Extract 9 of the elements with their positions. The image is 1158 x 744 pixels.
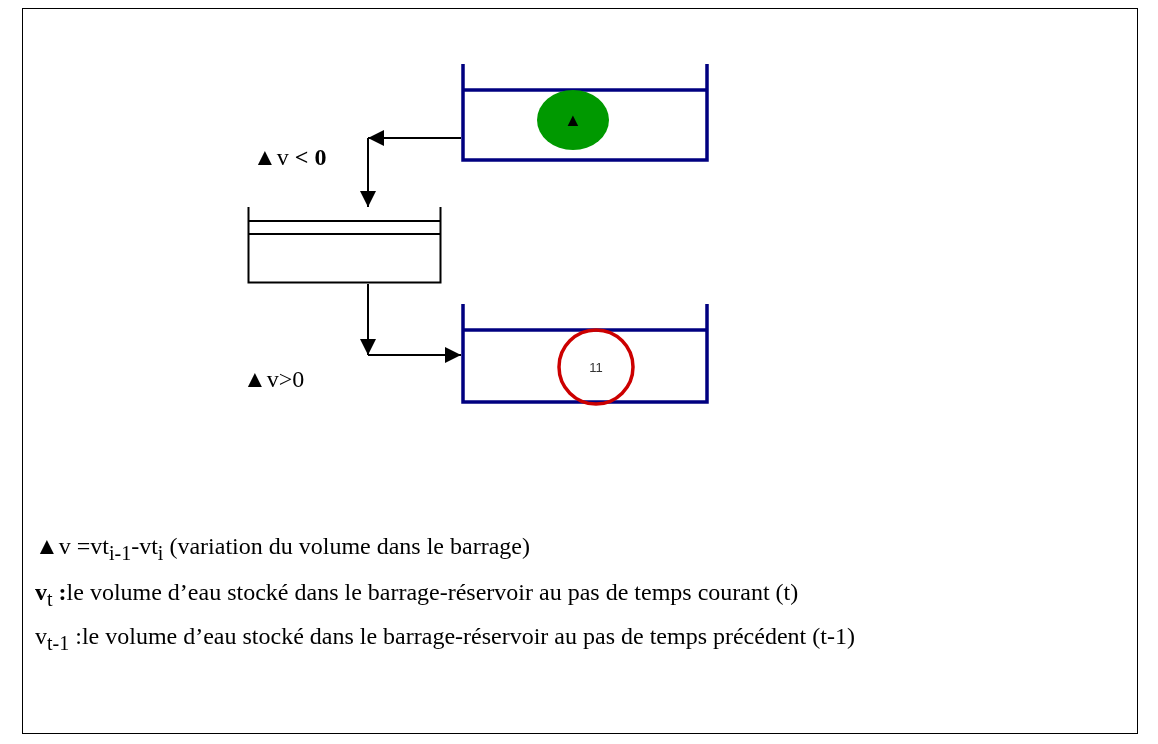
definition-text: ▲v =vt$_{i-1}$-vt$_{i}$ (variation du volume dans le barrage) [35,533,530,565]
definition-text: v$_{t-1}$ :le volume d’eau stocké dans le barrage-réservoir au pas de temps précédent (t-1) [35,623,855,655]
circle-label: ▲ [564,111,582,129]
definition-text: v$_{t}$ :le volume d’eau stocké dans le barrage-réservoir au pas de temps courant (t) [35,579,799,611]
circle-label: 11 [589,360,603,374]
arrow [360,283,462,363]
arrow [360,130,462,208]
condition-label: ▲v < 0 [253,144,327,171]
condition-label: ▲v>0 [243,366,305,393]
